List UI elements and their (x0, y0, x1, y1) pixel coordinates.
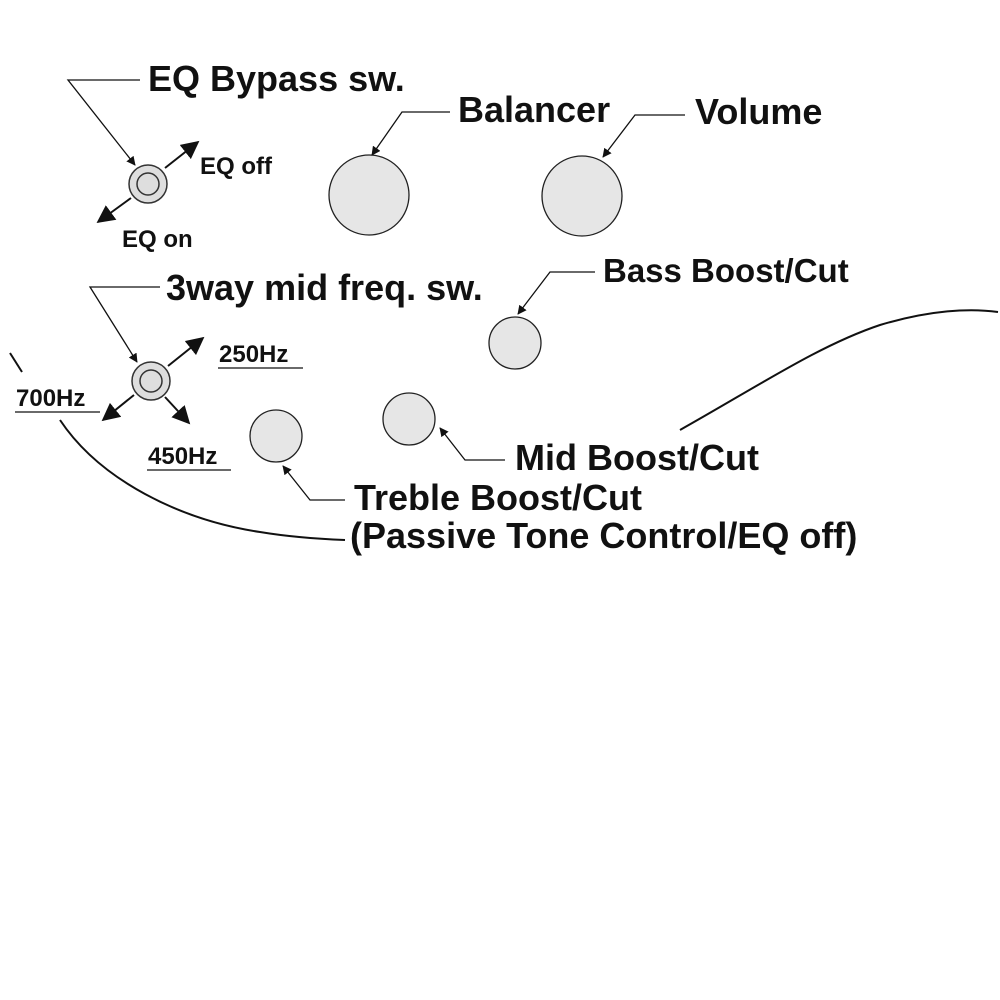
mid-freq-leader (88, 286, 160, 363)
eq-bypass-label: EQ Bypass sw. (148, 58, 405, 99)
balancer-knob[interactable] (328, 154, 410, 236)
eq-off-label: EQ off (200, 153, 273, 180)
eq-off-arrow (164, 140, 200, 169)
treble-label: Treble Boost/Cut (354, 477, 642, 518)
mid-knob[interactable] (382, 392, 436, 446)
balancer-label: Balancer (458, 89, 610, 130)
mid-freq-switch-label: 3way mid freq. sw. (166, 267, 483, 308)
volume-leader (602, 114, 685, 158)
bass-knob[interactable] (488, 316, 542, 370)
700hz-arrow (101, 394, 135, 422)
treble-leader (282, 465, 345, 501)
volume-label: Volume (695, 91, 822, 132)
body-outline-left-edge (9, 352, 23, 373)
treble-sublabel: (Passive Tone Control/EQ off) (350, 515, 857, 556)
eq-on-label: EQ on (122, 226, 193, 253)
mid-label: Mid Boost/Cut (515, 437, 759, 478)
700hz-label: 700Hz (16, 385, 85, 412)
mid-leader (439, 427, 505, 461)
bass-label: Bass Boost/Cut (603, 252, 849, 289)
treble-knob[interactable] (249, 409, 303, 463)
250hz-label: 250Hz (219, 341, 288, 368)
250hz-arrow (167, 336, 205, 367)
mid-freq-switch[interactable] (131, 361, 171, 401)
eq-bypass-leader (66, 79, 140, 166)
eq-bypass-switch[interactable] (128, 164, 168, 204)
balancer-leader (371, 111, 450, 156)
eq-on-arrow (96, 197, 132, 224)
body-outline-upper-right (679, 309, 999, 431)
450hz-arrow (164, 396, 191, 425)
450hz-label: 450Hz (148, 443, 217, 470)
bass-leader (517, 271, 595, 315)
body-outline-lower-left (59, 419, 346, 541)
volume-knob[interactable] (541, 155, 623, 237)
